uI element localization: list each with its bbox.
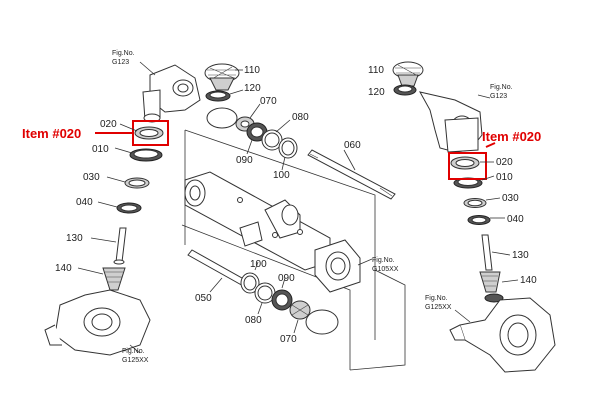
top-oring bbox=[206, 107, 238, 129]
label-left-010: 010 bbox=[92, 144, 109, 155]
top-ring-080 bbox=[261, 129, 283, 151]
left-ring-040 bbox=[116, 202, 142, 214]
fig-ref-g123-right-bottom: G123 bbox=[490, 93, 507, 100]
top-bearing-120 bbox=[205, 90, 231, 102]
right-gear-case bbox=[419, 91, 483, 153]
axle-flange bbox=[314, 239, 361, 293]
right-seal-ring-020 bbox=[450, 156, 480, 170]
bottom-oring bbox=[305, 309, 339, 335]
label-right-040: 040 bbox=[507, 214, 524, 225]
left-bearing-010 bbox=[129, 148, 163, 162]
label-left-040: 040 bbox=[76, 197, 93, 208]
fig-ref-g105-top: Fig.No. bbox=[372, 257, 395, 264]
label-bot-050: 050 bbox=[195, 293, 212, 304]
fig-ref-g125-left-top: Fig.No. bbox=[122, 348, 145, 355]
label-top-060: 060 bbox=[344, 140, 361, 151]
label-top-080: 080 bbox=[292, 112, 309, 123]
label-bot-090: 090 bbox=[278, 273, 295, 284]
callout-right-item-020: Item #020 bbox=[482, 129, 541, 144]
leader-g123-right bbox=[477, 94, 491, 99]
left-gear-case bbox=[142, 64, 201, 123]
right-bevel-gear-140 bbox=[479, 271, 504, 303]
fig-ref-g125-right-top: Fig.No. bbox=[425, 295, 448, 302]
fig-ref-g123-right-top: Fig.No. bbox=[490, 84, 513, 91]
right-knuckle-housing bbox=[449, 297, 556, 373]
label-left-030: 030 bbox=[83, 172, 100, 183]
right-shaft-130 bbox=[481, 234, 493, 271]
leader-g105 bbox=[357, 258, 373, 266]
top-shaft-060 bbox=[307, 149, 396, 200]
right-leaders bbox=[480, 161, 519, 283]
label-bot-070: 070 bbox=[280, 334, 297, 345]
leader-g125-right bbox=[454, 309, 471, 323]
fig-ref-g123-left-top: Fig.No. bbox=[112, 50, 135, 57]
bottom-leaders bbox=[209, 261, 299, 334]
top-leaders bbox=[229, 69, 356, 171]
label-right-010: 010 bbox=[496, 172, 513, 183]
bottom-ring-100 bbox=[240, 272, 260, 294]
left-knuckle-housing bbox=[44, 289, 151, 356]
label-top-110: 110 bbox=[244, 65, 260, 76]
fig-ref-g125-right-bottom: G125XX bbox=[425, 304, 452, 311]
leader-g125-left bbox=[129, 344, 141, 354]
left-bevel-gear-140 bbox=[102, 267, 126, 291]
callout-left-item-020: Item #020 bbox=[22, 126, 81, 141]
right-ring-030 bbox=[463, 198, 487, 208]
label-top-090: 090 bbox=[236, 155, 253, 166]
bottom-bearing-090 bbox=[271, 289, 293, 311]
label-top-100: 100 bbox=[273, 170, 290, 181]
fig-ref-g123-left-bottom: G123 bbox=[112, 59, 129, 66]
label-bot-080: 080 bbox=[245, 315, 262, 326]
label-right-020: 020 bbox=[496, 157, 513, 168]
left-ring-030 bbox=[124, 177, 150, 189]
right-callout-box bbox=[448, 152, 487, 180]
label-right-140: 140 bbox=[520, 275, 537, 286]
right-callout-leader bbox=[485, 142, 496, 148]
right-gear-110 bbox=[392, 61, 424, 87]
bottom-ring-080 bbox=[254, 282, 276, 304]
left-leaders bbox=[77, 123, 138, 275]
label-right-110: 110 bbox=[368, 65, 384, 76]
left-seal-ring-020 bbox=[134, 126, 164, 140]
leader-g123-left bbox=[139, 61, 156, 76]
left-shaft-130 bbox=[113, 227, 127, 265]
fig-ref-g125-left-bottom: G125XX bbox=[122, 357, 149, 364]
bottom-gear-070 bbox=[289, 300, 311, 320]
label-right-030: 030 bbox=[502, 193, 519, 204]
label-top-120: 120 bbox=[244, 83, 261, 94]
label-top-070: 070 bbox=[260, 96, 277, 107]
lower-assembly-frame bbox=[181, 224, 406, 371]
label-left-140: 140 bbox=[55, 263, 72, 274]
label-right-120: 120 bbox=[368, 87, 385, 98]
label-bot-100: 100 bbox=[250, 259, 267, 270]
right-ring-040 bbox=[467, 215, 491, 225]
right-bearing-120 bbox=[393, 84, 417, 96]
axle-housing bbox=[184, 171, 331, 271]
label-left-130: 130 bbox=[66, 233, 83, 244]
top-ring-100 bbox=[278, 137, 298, 159]
fig-ref-g105-bottom: G105XX bbox=[372, 266, 399, 273]
top-gear-110 bbox=[204, 63, 240, 91]
label-left-020: 020 bbox=[100, 119, 117, 130]
label-right-130: 130 bbox=[512, 250, 529, 261]
right-bearing-010 bbox=[453, 177, 483, 189]
